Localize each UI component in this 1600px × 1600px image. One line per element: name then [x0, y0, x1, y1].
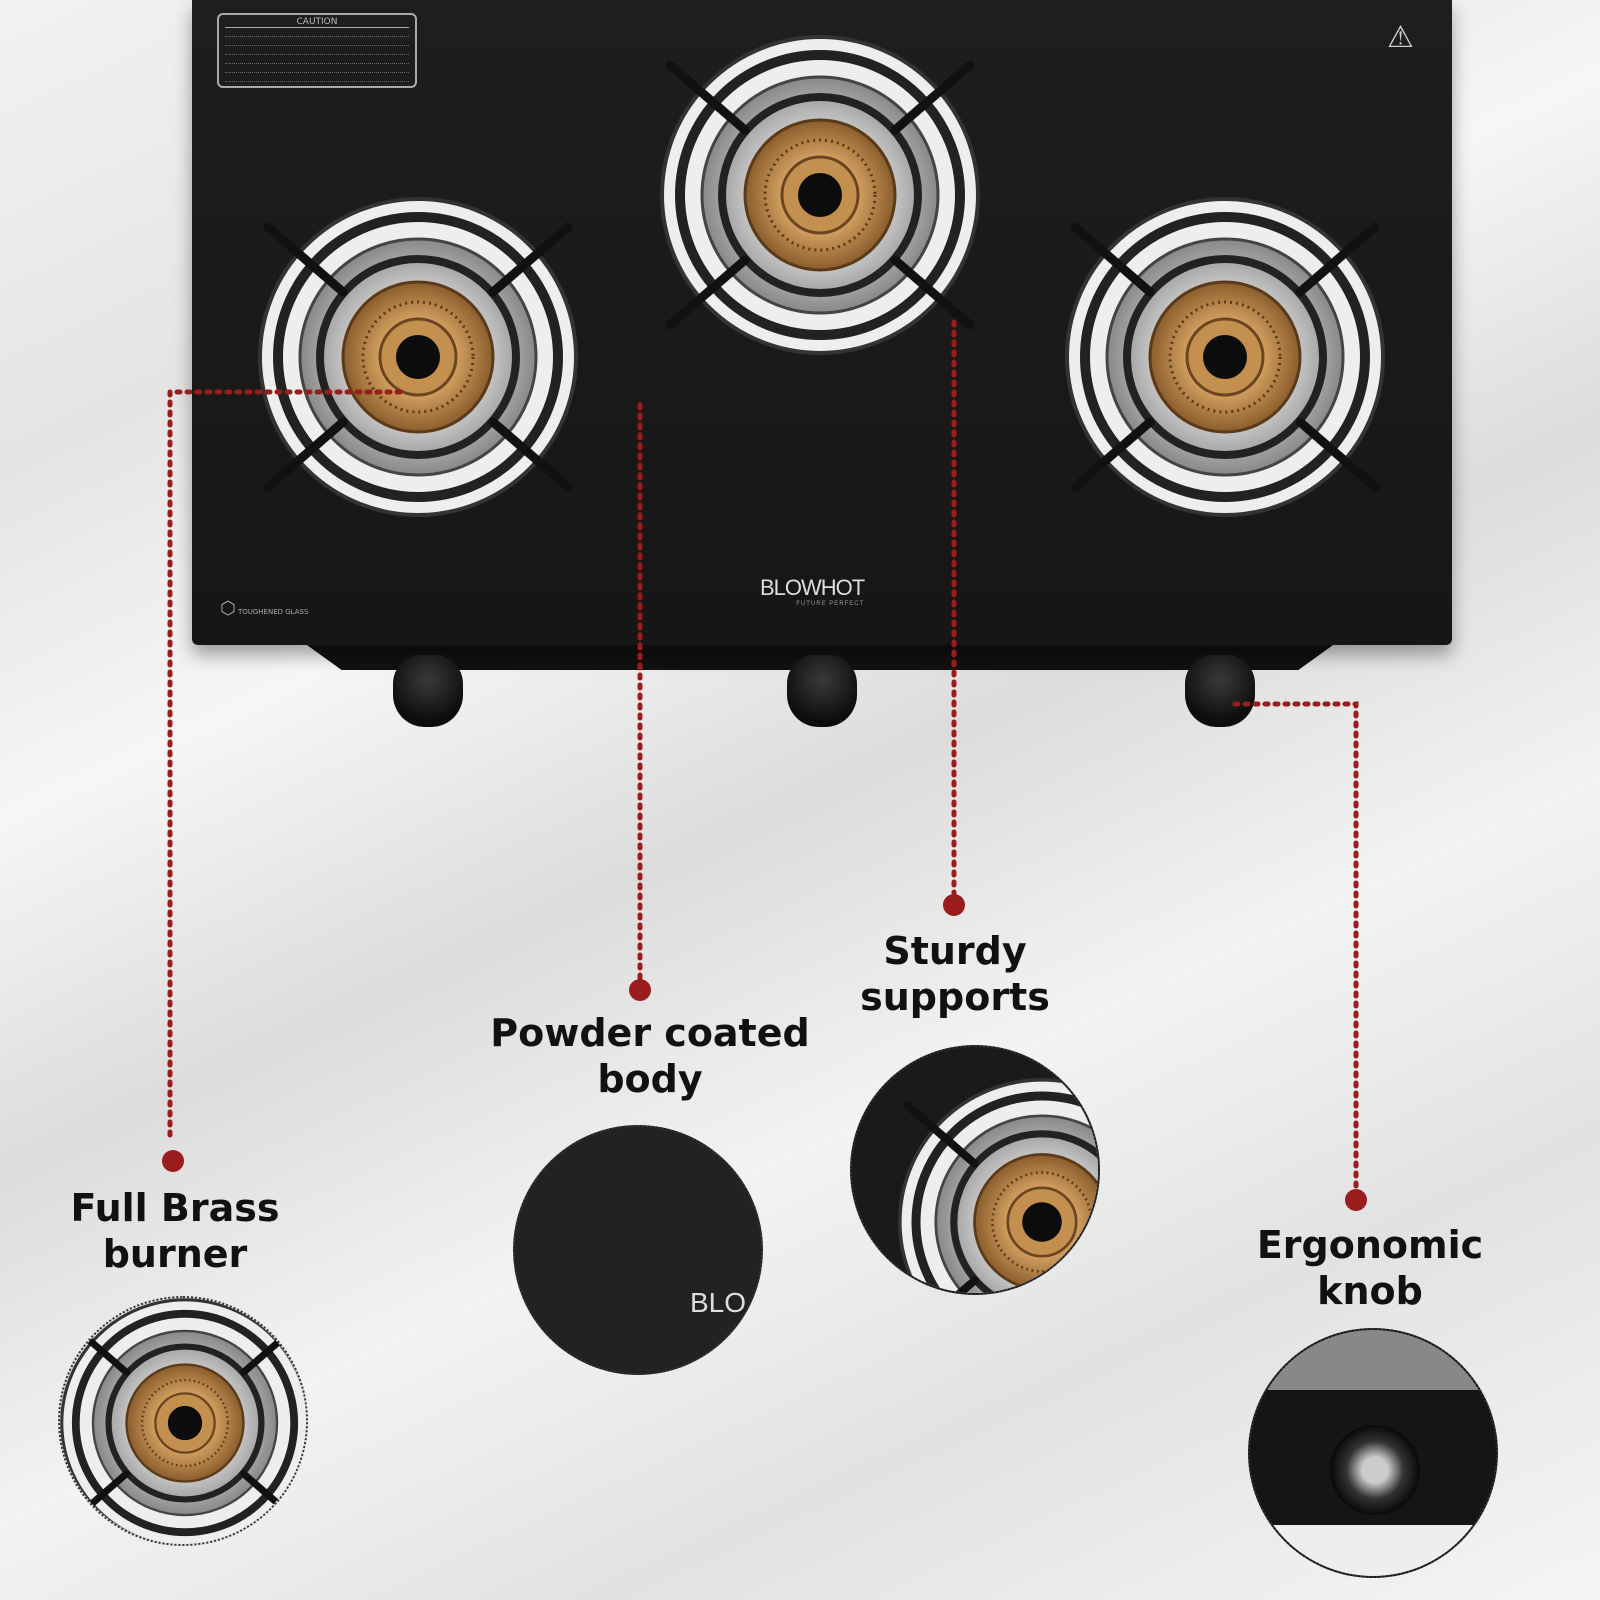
knob-right[interactable]	[1185, 655, 1255, 727]
caution-line	[225, 65, 409, 73]
callout-dot	[943, 894, 965, 916]
inset-countertop	[1250, 1525, 1496, 1576]
callout-dot	[1345, 1189, 1367, 1211]
callout-label-body: Powder coated body	[490, 1011, 810, 1101]
brand-tagline: FUTURE PERFECT	[796, 601, 865, 607]
callout-line-knob	[1232, 701, 1359, 1203]
callout-dot	[162, 1150, 184, 1172]
toughened-glass-text: TOUGHENED GLASS	[237, 608, 309, 616]
caution-line	[225, 47, 409, 55]
caution-title: CAUTION	[225, 17, 409, 28]
caution-line	[225, 29, 409, 37]
caution-label: CAUTION	[217, 13, 417, 88]
callout-dot	[629, 979, 651, 1001]
inset-burner-edge	[1250, 1330, 1496, 1390]
brand-logo-text: BLOWHOT	[760, 575, 865, 600]
knob-center[interactable]	[787, 655, 857, 727]
inset-brass-burner	[58, 1296, 308, 1546]
callout-label-supports: Sturdy supports	[860, 929, 1050, 1019]
inset-logo-fragment: BLO	[690, 1287, 747, 1318]
hexagon-icon: ⬡	[220, 598, 236, 619]
caution-line	[225, 74, 409, 82]
callout-label-knob: Ergonomic knob	[1256, 1223, 1484, 1313]
caution-line	[225, 56, 409, 64]
hot-surface-warning-icon: ⚠	[1387, 20, 1414, 55]
caution-line	[225, 38, 409, 46]
inset-sturdy-supports	[850, 1045, 1100, 1295]
knob-closeup	[1330, 1425, 1420, 1515]
inset-powder-coated-body: BLO	[513, 1125, 763, 1375]
inset-ergonomic-knob	[1248, 1328, 1498, 1578]
knob-left[interactable]	[393, 655, 463, 727]
callout-line-brass	[167, 389, 403, 1140]
toughened-glass-badge: ⬡ TOUGHENED GLASS	[220, 598, 308, 619]
callout-label-brass: Full Brass burner	[70, 1186, 280, 1276]
